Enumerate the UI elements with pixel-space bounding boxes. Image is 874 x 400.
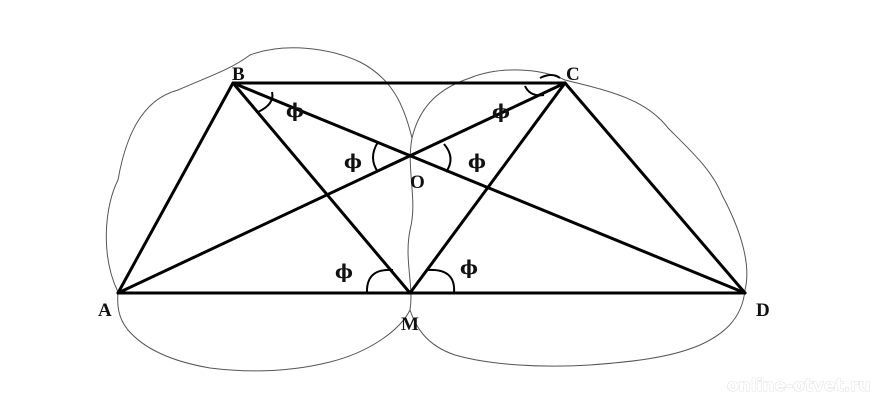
angle-arc-c-top [539, 74, 561, 79]
diagonal-ac [116, 81, 567, 295]
angle-arc-c [524, 85, 545, 97]
angle-arc-o-right [443, 143, 452, 173]
angle-arc-m-left [365, 268, 394, 294]
angle-arc-b [257, 91, 274, 113]
segment-ab [116, 81, 235, 295]
point-label-a: A [98, 300, 112, 321]
watermark: online-otvet.ru [727, 376, 871, 396]
angle-arc-m-right [426, 268, 456, 294]
angle-label-m-right: ϕ [460, 257, 478, 279]
segment-cd [563, 81, 747, 295]
segment-cm [408, 81, 567, 295]
segment-bm [231, 81, 412, 295]
point-label-m: M [401, 314, 419, 335]
angle-label-o-left: ϕ [344, 151, 362, 173]
point-label-d: D [756, 300, 770, 321]
angle-label-m-left: ϕ [335, 261, 353, 283]
point-label-b: B [232, 64, 245, 85]
angle-label-b: ϕ [286, 100, 304, 122]
angle-label-o-right: ϕ [468, 151, 486, 173]
angle-label-c: ϕ [492, 101, 510, 123]
point-label-c: C [566, 64, 580, 85]
hand-drawn-seam [407, 137, 414, 311]
angle-arc-o-left [372, 141, 379, 173]
hand-drawn-outline [105, 47, 748, 372]
point-label-o: O [410, 172, 425, 193]
